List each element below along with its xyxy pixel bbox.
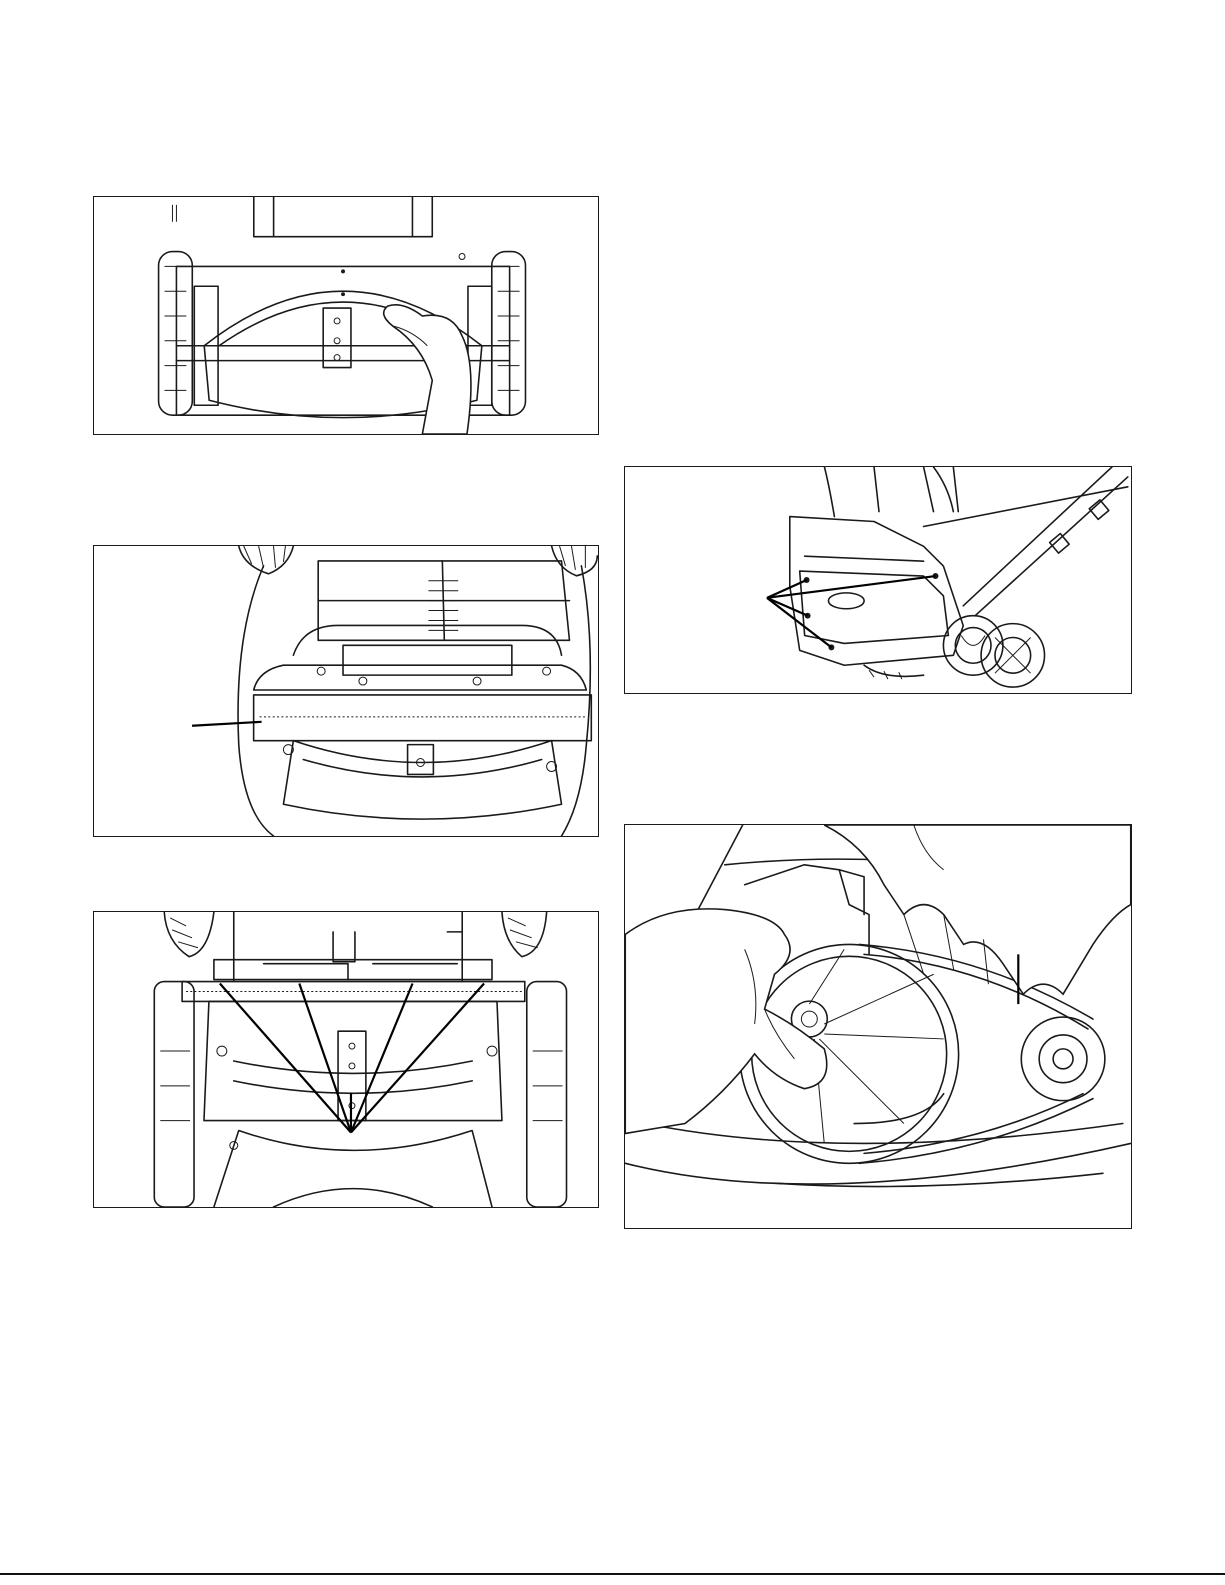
figure-chute-bracket xyxy=(93,196,599,435)
figure-scraper-fasteners xyxy=(93,911,599,1208)
figure-drive-belt xyxy=(624,824,1132,1229)
figure-scraper-bar xyxy=(93,545,599,837)
illustration-chute-bracket xyxy=(94,197,598,434)
illustration-side-cover-screws xyxy=(625,467,1131,693)
illustration-scraper-bar xyxy=(94,546,598,836)
illustration-drive-belt xyxy=(625,825,1131,1228)
figure-side-cover-screws xyxy=(624,466,1132,694)
illustration-scraper-fasteners xyxy=(94,912,598,1207)
footer-rule xyxy=(0,1573,1225,1575)
